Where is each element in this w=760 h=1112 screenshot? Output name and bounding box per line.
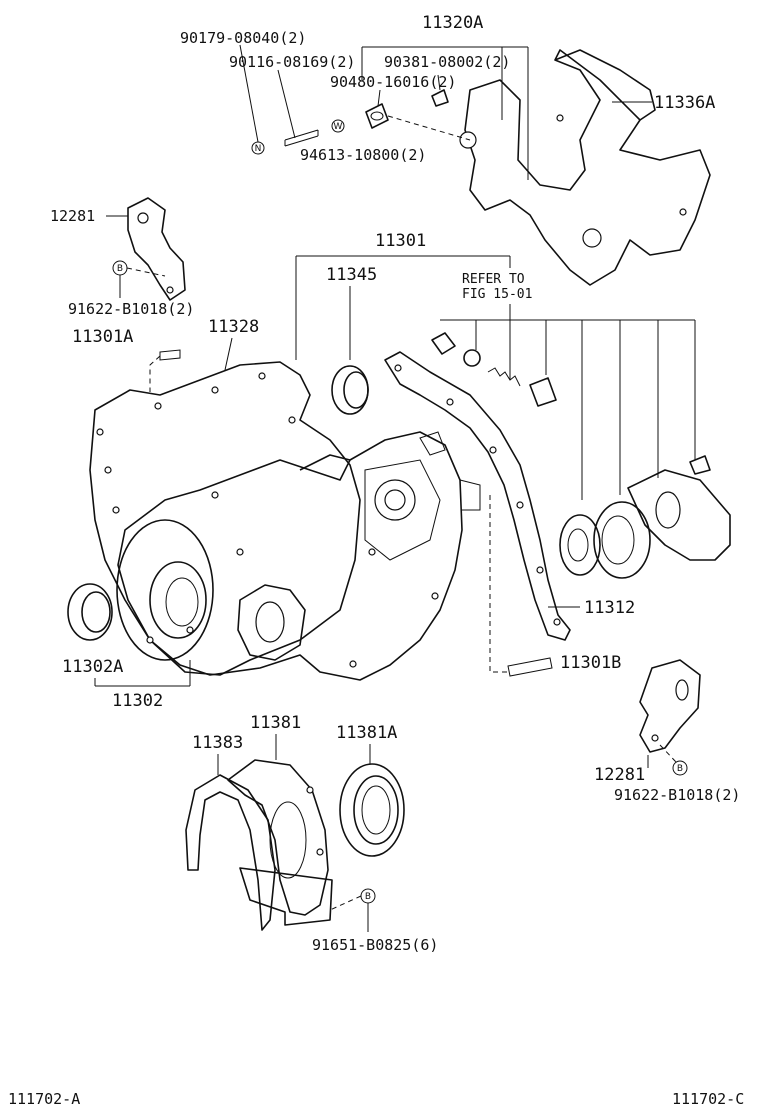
dowel-pin-11301A	[149, 349, 181, 392]
bolt-marker-b-bottom: B	[360, 888, 376, 904]
oil-seal-11381A	[339, 763, 405, 857]
label-group-11301: 11301 11345 REFER TO FIG 15-01	[295, 231, 532, 380]
gasket-11383	[185, 774, 276, 931]
label-refer-1: REFER TO	[462, 272, 525, 287]
label-91651: 91651-B0825(6)	[312, 936, 438, 954]
label-12281-bottom: 12281	[594, 765, 645, 785]
cover-plate-11302	[116, 519, 214, 661]
label-90480: 90480-16016(2)	[330, 73, 456, 91]
label-11312: 11312	[584, 598, 635, 618]
oil-pump-assembly	[431, 319, 731, 579]
label-11345: 11345	[326, 265, 377, 285]
label-refer-2: FIG 15-01	[462, 287, 532, 302]
footer-code-right: 111702-C	[672, 1090, 744, 1108]
svg-text:B: B	[677, 764, 683, 774]
svg-text:W: W	[334, 122, 343, 132]
label-11336A: 11336A	[654, 93, 715, 113]
washer-94613: W	[331, 119, 345, 133]
gasket-11312	[384, 351, 571, 641]
label-11301: 11301	[375, 231, 426, 251]
label-91622-bottom: 91622-B1018(2)	[614, 786, 740, 804]
bolt-marker-b-top: B	[112, 260, 128, 276]
oil-seal-11345	[331, 365, 369, 415]
svg-text:B: B	[365, 892, 371, 902]
stud-90116	[284, 129, 319, 147]
label-91622-top: 91622-B1018(2)	[68, 300, 194, 318]
label-90116: 90116-08169(2)	[229, 53, 355, 71]
timing-cover-11301	[117, 431, 481, 681]
label-11302: 11302	[112, 691, 163, 711]
svg-text:N: N	[255, 144, 262, 154]
timing-cover-plate-11336A	[459, 49, 711, 286]
leader-lines-top	[239, 44, 652, 180]
label-11301A: 11301A	[72, 327, 133, 347]
oil-seal-11302A	[67, 583, 113, 641]
label-11383: 11383	[192, 733, 243, 753]
bracket-12281-top	[127, 197, 186, 301]
label-11301B: 11301B	[560, 653, 621, 673]
label-11302A: 11302A	[62, 657, 123, 677]
stud-11301B	[489, 495, 553, 677]
label-11328: 11328	[208, 317, 259, 337]
bolt-90179: N	[251, 141, 265, 155]
label-90381: 90381-08002(2)	[384, 53, 510, 71]
plug-90381	[431, 89, 449, 107]
label-11381A: 11381A	[336, 723, 397, 743]
bolt-marker-b-right: B	[672, 760, 688, 776]
gasket-11328	[89, 361, 361, 676]
bracket-12281-bottom	[639, 659, 701, 753]
footer-code-left: 111702-A	[8, 1090, 80, 1108]
svg-text:B: B	[117, 264, 123, 274]
retainer-11381	[227, 759, 333, 926]
collar-90480	[365, 103, 389, 129]
label-94613: 94613-10800(2)	[300, 146, 426, 164]
label-12281-top: 12281	[50, 207, 95, 225]
label-11320A: 11320A	[422, 13, 483, 33]
label-11381: 11381	[250, 713, 301, 733]
label-90179: 90179-08040(2)	[180, 29, 306, 47]
